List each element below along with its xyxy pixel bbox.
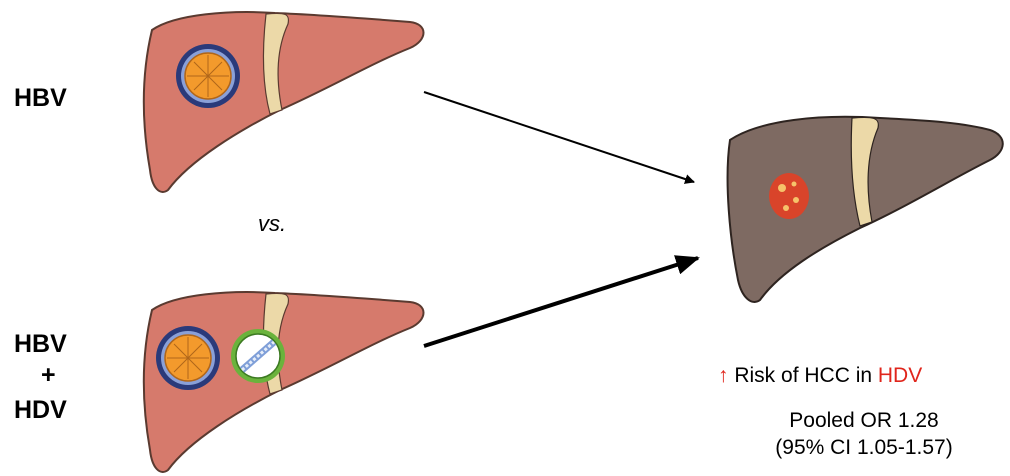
arrow-icon [424,92,694,182]
hbv-hdv-label-line1: HBV [14,330,67,359]
risk-prefix: Risk of HCC in [734,364,872,387]
hbv-virus-icon [156,326,220,390]
hbv-hdv-label-line3: HDV [14,396,67,425]
arrow-icon [424,258,698,346]
versus-label: vs. [258,211,286,237]
risk-statement: ↑ Risk of HCC in HDV [718,364,922,388]
confidence-interval: (95% CI 1.05-1.57) [718,434,1010,461]
tumor-icon [769,173,809,219]
healthy-liver-icon [144,12,424,192]
hbv-label: HBV [14,84,67,113]
hdv-virus-icon [231,329,285,383]
hbv-hdv-plus: + [41,361,56,390]
hbv-virus-icon [176,44,240,108]
pooled-or: Pooled OR 1.28 [718,407,1010,434]
increase-arrow-icon: ↑ [718,364,729,387]
pooled-result: Pooled OR 1.28 (95% CI 1.05-1.57) [718,407,1010,461]
risk-highlight: HDV [878,364,922,387]
diseased-liver-icon [728,117,1003,302]
